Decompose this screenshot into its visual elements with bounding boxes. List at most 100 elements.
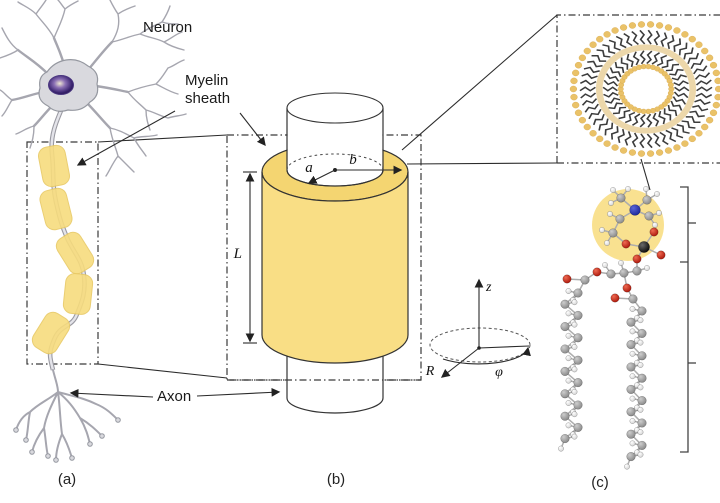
lipid-head [646, 150, 655, 157]
atom-c [626, 362, 636, 372]
atom-h [637, 384, 644, 391]
atom-h [625, 186, 631, 192]
connector-b-c-top [401, 14, 558, 151]
lipid-tail [632, 51, 640, 66]
atom-h [571, 433, 578, 440]
atom-c [626, 384, 636, 394]
atom-h [629, 306, 636, 312]
bouton [13, 427, 19, 433]
bouton [29, 449, 35, 455]
lipid-tail [669, 68, 684, 76]
atom-o [622, 283, 632, 293]
arrow-myelin-to-cylinder [239, 112, 266, 147]
myelin-segment [62, 273, 94, 315]
phi-sweep-arc [442, 346, 531, 365]
atom-c [573, 333, 583, 343]
lipid-tail [667, 34, 675, 50]
atom-h [637, 451, 644, 458]
atom-h [571, 366, 578, 373]
lipid-tail [678, 42, 688, 56]
lipid-tail [624, 111, 636, 124]
neuron-label: Neuron [143, 19, 192, 36]
lipid-tail [694, 98, 711, 105]
atom-o [610, 293, 620, 303]
atom-c [637, 396, 647, 406]
lipid-tail [614, 61, 625, 74]
lipid-tail [579, 86, 596, 92]
lipid-head [589, 41, 597, 48]
atom-h [618, 260, 624, 266]
lipid-tail [603, 91, 619, 98]
atom-h [644, 265, 650, 271]
lipid-head [583, 123, 591, 131]
atom-c [608, 228, 618, 238]
lipid-tail [681, 120, 696, 129]
lipid-tail [624, 131, 632, 146]
lipid-tail [693, 65, 708, 75]
panel-c-label: (c) [591, 474, 609, 491]
atom-h [565, 355, 572, 362]
lipid-tail [580, 92, 597, 99]
lipid-head [596, 135, 604, 143]
lipid-head [667, 82, 674, 88]
lipid-head [681, 140, 689, 147]
lipid-tail [604, 122, 614, 136]
myelin-segments [31, 144, 95, 355]
lipid-tail [591, 55, 607, 62]
molecule-brackets [680, 186, 696, 453]
lipid-head [628, 22, 637, 29]
lipid-tail [687, 52, 700, 65]
lipid-tail [588, 108, 602, 120]
atom-h [652, 222, 658, 228]
lipid-head [712, 69, 720, 77]
lipid-tail [670, 100, 683, 111]
lipid-tail [683, 47, 694, 60]
axon-cylinder-top [286, 92, 384, 170]
lipid-tail [685, 116, 701, 123]
bouton [115, 417, 121, 423]
lipid-head [714, 77, 720, 85]
lipid-head [589, 130, 597, 137]
lipid-tail [615, 35, 627, 49]
z-axis-label: z [485, 280, 492, 295]
atom-o [632, 254, 642, 264]
bouton [87, 441, 93, 447]
atom-o [656, 250, 666, 260]
lipid-tail [672, 96, 687, 105]
lipid-tail [673, 91, 689, 99]
atom-c [573, 355, 583, 365]
atom-c [616, 193, 626, 203]
lipid-tail [618, 109, 631, 120]
bouton [45, 453, 51, 459]
atom-c [573, 310, 583, 320]
lipid-tail [620, 57, 629, 70]
atom-c [573, 288, 583, 298]
atom-o [562, 274, 572, 284]
lipid-tail [646, 113, 653, 128]
lipid-head [578, 54, 587, 62]
atom-h [602, 262, 608, 268]
lipid-tail [596, 49, 611, 58]
neuron-illustration [0, 0, 187, 463]
myelin-sheath-label-line2: sheath [185, 90, 230, 107]
lipid-tail [661, 58, 674, 69]
atom-h [637, 429, 644, 436]
lipid-head [688, 35, 696, 43]
myelin-segment [31, 311, 71, 355]
lipid-tail [631, 132, 639, 148]
dimension-radii: a b [305, 152, 403, 184]
atom-c [637, 440, 647, 450]
atom-c [560, 299, 570, 309]
lipid-tail [626, 53, 634, 68]
lipid-tail [667, 104, 678, 117]
lipid-tail [579, 79, 597, 86]
atom-c [560, 411, 570, 421]
atom-c [573, 378, 583, 388]
lipid-tail [673, 80, 689, 87]
lipid-head [574, 109, 583, 117]
atom-h [565, 288, 572, 294]
atom-h [571, 388, 578, 395]
atom-c [573, 400, 583, 410]
lipid-head [655, 22, 664, 29]
